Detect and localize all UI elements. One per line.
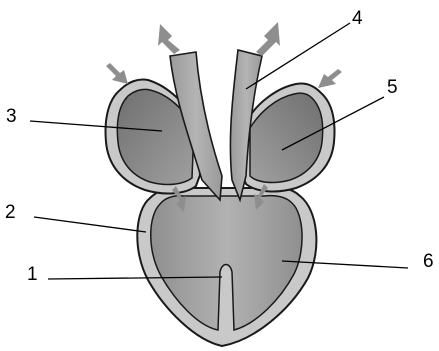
label-1: 1 <box>27 265 38 284</box>
arrow-up-right-icon <box>256 22 280 56</box>
label-6: 6 <box>423 252 434 271</box>
arrow-up-left-icon <box>158 24 180 54</box>
label-4: 4 <box>352 9 363 28</box>
arrow-in-right-icon <box>318 69 342 88</box>
label-5: 5 <box>387 78 398 97</box>
arrow-in-left-icon <box>106 63 128 84</box>
label-2: 2 <box>5 203 16 222</box>
label-3: 3 <box>6 107 17 126</box>
leader-line-2 <box>34 217 146 232</box>
